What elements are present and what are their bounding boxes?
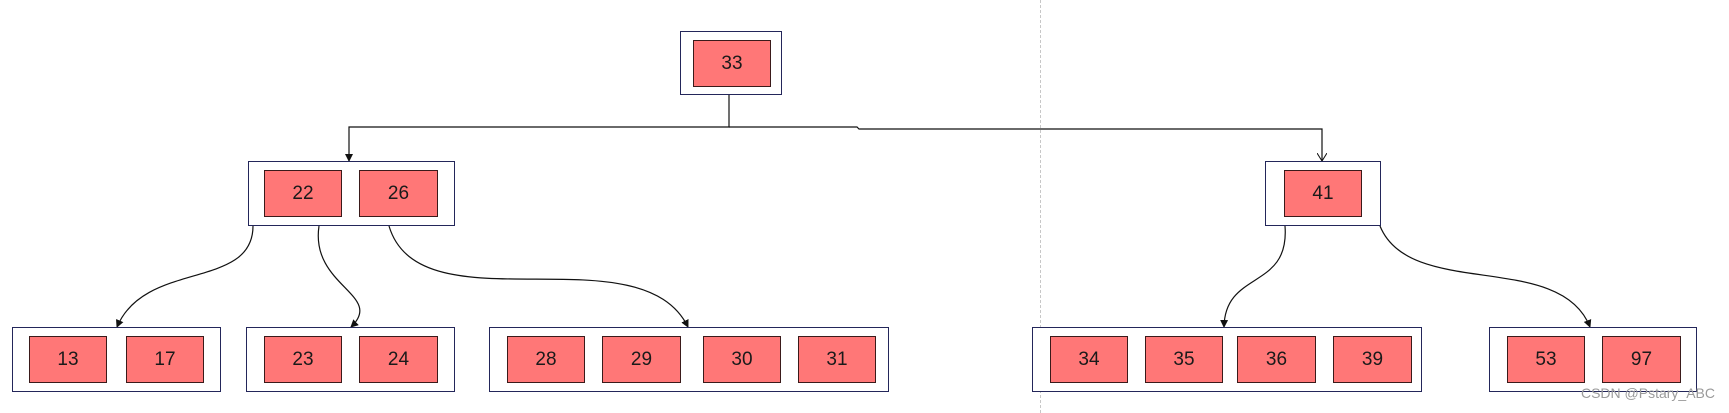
key-31: 31 xyxy=(798,336,876,383)
leaf-node-23-24: 23 24 xyxy=(246,327,455,392)
leaf-node-34-39: 34 35 36 39 xyxy=(1032,327,1422,392)
root-node: 33 xyxy=(680,31,782,95)
key-22: 22 xyxy=(264,170,342,217)
key-41: 41 xyxy=(1284,170,1362,217)
edge-root-to-41 xyxy=(729,126,1322,161)
key-29: 29 xyxy=(602,336,681,383)
key-34: 34 xyxy=(1050,336,1128,383)
internal-node-22-26: 22 26 xyxy=(248,161,455,226)
key-23: 23 xyxy=(264,336,342,383)
edge-41-to-34-39 xyxy=(1220,225,1286,328)
leaf-node-28-31: 28 29 30 31 xyxy=(489,327,889,392)
edge-22-26-to-23-24 xyxy=(317,225,361,328)
key-33: 33 xyxy=(693,40,771,87)
key-30: 30 xyxy=(703,336,781,383)
edge-41-to-53-97 xyxy=(1379,225,1592,328)
leaf-node-13-17: 13 17 xyxy=(12,327,221,392)
internal-node-41: 41 xyxy=(1265,161,1381,226)
key-24: 24 xyxy=(359,336,438,383)
edge-22-26-to-28-31 xyxy=(388,225,689,328)
key-13: 13 xyxy=(29,336,107,383)
key-28: 28 xyxy=(507,336,585,383)
key-36: 36 xyxy=(1237,336,1316,383)
key-97: 97 xyxy=(1602,336,1681,383)
key-17: 17 xyxy=(126,336,204,383)
leaf-node-53-97: 53 97 xyxy=(1489,327,1697,392)
edge-22-26-to-13-17 xyxy=(116,225,254,328)
edge-root-to-22-26 xyxy=(345,95,730,162)
vertical-divider xyxy=(1040,0,1041,413)
key-26: 26 xyxy=(359,170,438,217)
key-35: 35 xyxy=(1145,336,1223,383)
watermark: CSDN @Pstary_ABC xyxy=(1580,385,1715,401)
key-39: 39 xyxy=(1333,336,1412,383)
key-53: 53 xyxy=(1507,336,1585,383)
